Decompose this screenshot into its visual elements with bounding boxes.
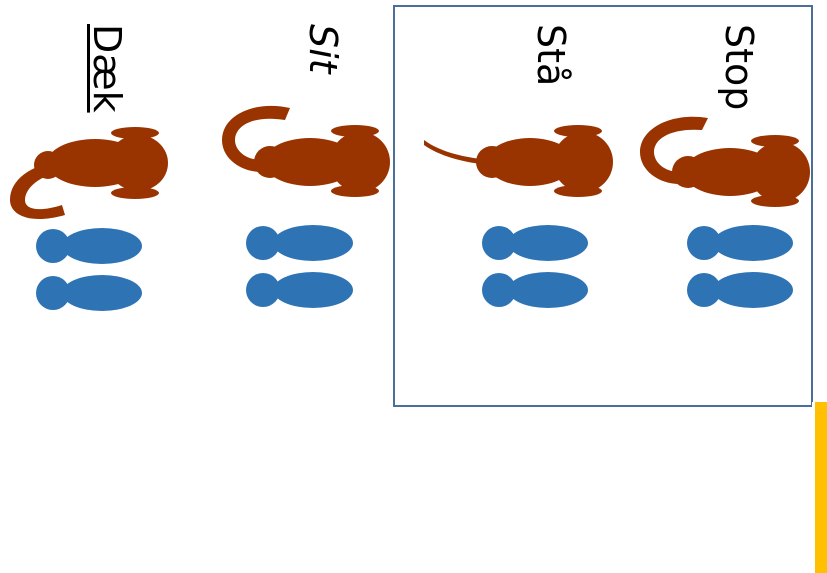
dog-daek-icon [10, 127, 168, 220]
accent-bar [812, 402, 827, 573]
person-pair-staa-icon [482, 225, 588, 308]
dog-stop-icon [640, 116, 810, 207]
dog-staa-icon [424, 125, 613, 197]
person-pair-stop-icon [687, 225, 793, 308]
dog-sit-icon [222, 105, 390, 197]
highlight-frame [393, 5, 813, 407]
person-pair-daek-icon [36, 228, 142, 311]
person-pair-sit-icon [246, 225, 353, 308]
